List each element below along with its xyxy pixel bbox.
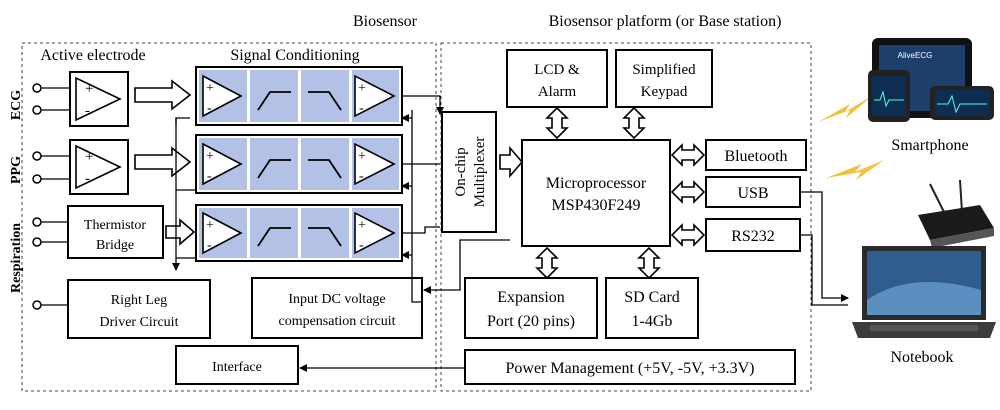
active-electrode-label: Active electrode [40,47,145,64]
ecg-label: ECG [9,90,24,120]
notebook-wires [800,191,849,306]
svg-text:+: + [206,81,214,96]
ppg-arrow [134,146,192,178]
smartphone-icon: AliveECG [868,38,994,122]
svg-text:AliveECG: AliveECG [898,51,933,60]
sd-card-box: SD Card 1-4Gb [605,277,699,339]
svg-text:+: + [85,149,93,165]
svg-text:-: - [207,169,212,184]
svg-text:Power Management (+5V, -5V, +3: Power Management (+5V, -5V, +3.3V) [506,360,755,377]
wireless-bolt-lower-icon [826,160,884,180]
ppg-conditioning-chain: + - + - [195,134,403,194]
resp-conditioning-chain: + - + - [195,204,403,262]
notebook-icon [852,246,996,338]
biosensor-wires [172,95,510,372]
svg-text:+: + [358,218,366,233]
electrode-pins [32,83,70,310]
expansion-port-box: Expansion Port (20 pins) [464,277,598,339]
svg-text:On-chip: On-chip [453,147,469,196]
svg-text:Port (20 pins): Port (20 pins) [487,313,575,330]
horizontal-double-arrows [670,143,706,247]
ecg-conditioning-chain: + - + - [195,66,403,126]
svg-text:Input DC voltage: Input DC voltage [288,292,385,307]
power-management-box: Power Management (+5V, -5V, +3.3V) [464,349,796,385]
ppg-electrode-amp: + - [69,139,129,195]
svg-text:SD Card: SD Card [624,289,680,306]
svg-text:compensation circuit: compensation circuit [278,314,395,329]
svg-text:LCD &: LCD & [534,62,580,78]
mux-to-mcu-arrow [499,145,524,179]
svg-text:-: - [359,238,364,253]
svg-text:+: + [358,81,366,96]
lcd-alarm-box: LCD & Alarm [506,49,608,108]
usb-box: USB [705,176,801,208]
svg-text:USB: USB [737,185,768,202]
svg-text:-: - [85,103,90,119]
respiration-label: Respiration [9,223,24,293]
smartphone-label: Smartphone [891,137,968,154]
wireless-bolt-upper-icon [818,96,872,122]
interface-box: Interface [175,345,299,385]
dc-compensation-box: Input DC voltage compensation circuit [251,277,423,339]
svg-text:Driver Circuit: Driver Circuit [100,315,179,330]
svg-text:+: + [206,218,214,233]
svg-text:Alarm: Alarm [538,84,577,100]
svg-text:-: - [359,101,364,116]
keypad-box: Simplified Keypad [615,49,713,108]
svg-text:+: + [358,149,366,164]
svg-text:Multiplexer: Multiplexer [472,137,488,208]
router-icon [918,179,994,248]
notebook-label: Notebook [890,349,953,366]
svg-text:Keypad: Keypad [641,84,688,100]
svg-text:Expansion: Expansion [497,289,565,306]
vertical-double-arrows [535,106,661,280]
svg-text:-: - [85,171,90,187]
svg-text:-: - [207,238,212,253]
thermistor-bridge-box: Thermistor Bridge [67,205,164,259]
svg-text:Interface: Interface [212,360,262,375]
svg-text:1-4Gb: 1-4Gb [632,313,673,330]
multiplexer-box: On-chip Multiplexer [441,111,497,233]
signal-conditioning-label: Signal Conditioning [230,47,359,64]
svg-text:Thermistor: Thermistor [84,218,147,233]
svg-text:Bridge: Bridge [96,238,134,253]
platform-header: Biosensor platform (or Base station) [549,13,782,30]
svg-text:+: + [206,149,214,164]
svg-text:-: - [359,169,364,184]
svg-text:Bluetooth: Bluetooth [724,148,787,165]
ecg-electrode-amp: + - [69,71,129,127]
svg-text:RS232: RS232 [731,228,775,245]
rs232-box: RS232 [705,218,801,252]
ecg-arrow [134,79,192,111]
biosensor-header: Biosensor [353,13,418,30]
svg-text:+: + [85,81,93,97]
resp-arrow [165,218,196,246]
svg-text:Microprocessor: Microprocessor [546,175,647,192]
biosensor-region [21,42,437,392]
ppg-label: PPG [9,156,24,184]
right-leg-driver-box: Right Leg Driver Circuit [67,279,211,339]
svg-text:Right Leg: Right Leg [111,293,167,308]
bluetooth-box: Bluetooth [705,139,807,171]
svg-text:Simplified: Simplified [632,62,696,78]
svg-text:-: - [207,101,212,116]
svg-text:MSP430F249: MSP430F249 [552,197,641,214]
microprocessor-box: Microprocessor MSP430F249 [521,139,671,247]
